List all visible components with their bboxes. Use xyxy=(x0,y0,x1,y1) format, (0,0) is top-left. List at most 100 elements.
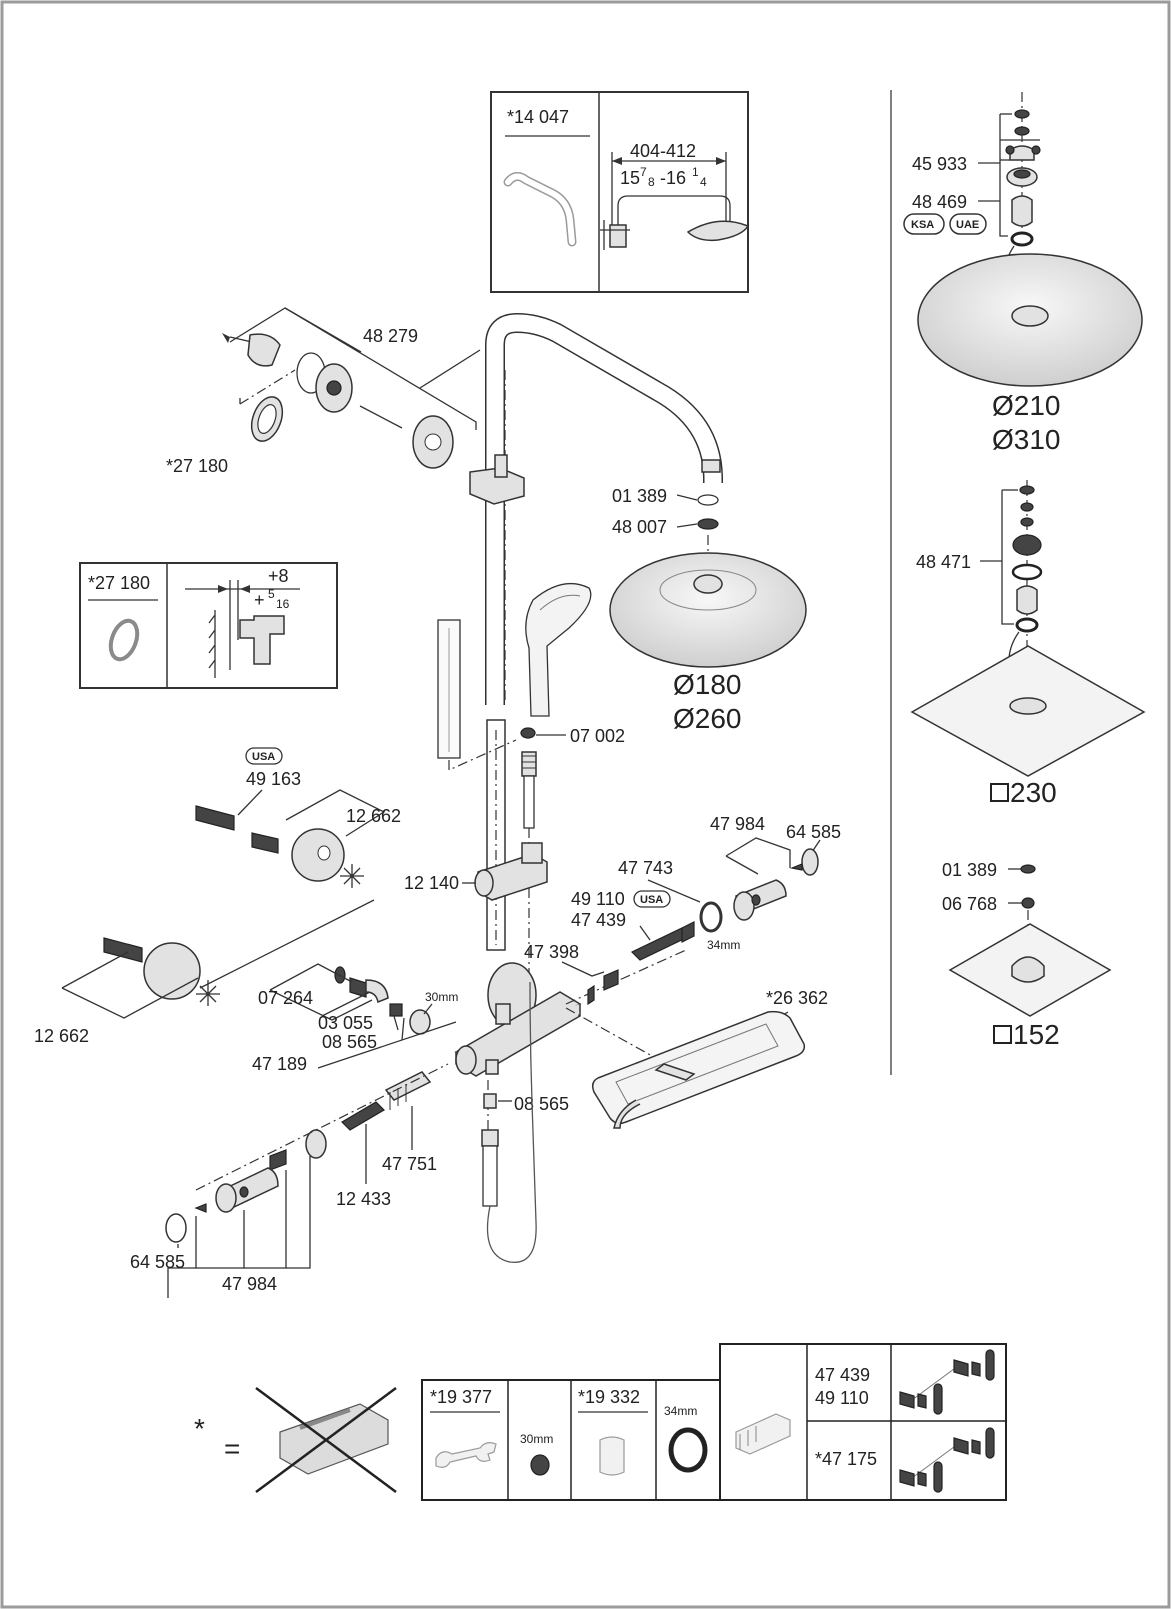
rosette-lower-icon xyxy=(143,942,201,1000)
label-26362: *26 362 xyxy=(766,988,828,1008)
label-d310: Ø310 xyxy=(992,424,1061,455)
svg-text:8: 8 xyxy=(648,175,655,189)
label-sq230: 230 xyxy=(1010,777,1057,808)
label-d260: Ø260 xyxy=(673,703,742,734)
label-47984b: 47 984 xyxy=(222,1274,277,1294)
angle-piece-icon xyxy=(365,979,389,1004)
label-03055: 03 055 xyxy=(318,1013,373,1033)
left-supply-lower: 12 662 xyxy=(34,937,220,1046)
hose-lower-icon xyxy=(482,1145,498,1207)
slider-12140: 12 140 xyxy=(404,842,548,901)
grease-tube-icon xyxy=(599,1436,625,1476)
label-48469: 48 469 xyxy=(912,192,967,212)
label-27180: *27 180 xyxy=(166,456,228,476)
label-47439: 47 439 xyxy=(571,910,626,930)
legend-table: *19 377 30mm *19 332 34mm 47 439 49 110 … xyxy=(421,1343,1007,1501)
label-sq152: 152 xyxy=(1013,1019,1060,1050)
label-48279: 48 279 xyxy=(363,326,418,346)
label-404-412: 404-412 xyxy=(630,141,696,161)
check-valve-icon xyxy=(341,1101,385,1131)
svg-text:7: 7 xyxy=(640,165,647,179)
eccentric-connector-lower-icon xyxy=(103,937,143,963)
right-head-210: 45 933 48 469 KSA UAE Ø210 Ø310 xyxy=(903,92,1143,455)
label-d180: Ø180 xyxy=(673,669,742,700)
ksa-badge xyxy=(903,213,945,235)
label-01389: 01 389 xyxy=(612,486,667,506)
nipple-47398-icon xyxy=(603,969,619,991)
adapter-ring-icon xyxy=(305,1129,327,1159)
label-07002: 07 002 xyxy=(570,726,625,746)
label-01389b: 01 389 xyxy=(942,860,997,880)
svg-text:UAE: UAE xyxy=(956,219,979,231)
label-34mm-a: 34mm xyxy=(707,938,740,952)
shelf-26362: *26 362 xyxy=(591,988,828,1129)
legend-equals: = xyxy=(224,1433,240,1464)
ball-joint-230-icon xyxy=(1012,534,1042,556)
label-48007: 48 007 xyxy=(612,517,667,537)
label-47984a: 47 984 xyxy=(710,814,765,834)
label-d210: Ø210 xyxy=(992,390,1061,421)
legend-30mm: 30mm xyxy=(520,1432,553,1446)
label-47743: 47 743 xyxy=(618,858,673,878)
thermostat-body xyxy=(454,949,687,1130)
label-12433: 12 433 xyxy=(336,1189,391,1209)
legend-not-included: * = xyxy=(194,1386,397,1494)
handshower-icon xyxy=(525,582,592,717)
ring-tool-icon xyxy=(668,1427,708,1473)
nut-30mm-icon xyxy=(409,1009,431,1035)
svg-text:5: 5 xyxy=(268,587,275,601)
label-30mm-a: 30mm xyxy=(425,990,458,1004)
filter-b-icon xyxy=(933,1461,943,1493)
label-14047: *14 047 xyxy=(507,107,569,127)
arm-outline-icon xyxy=(617,195,731,236)
bottom-hose: 08 565 xyxy=(481,981,569,1263)
label-49110: 49 110 xyxy=(571,889,625,909)
svg-text:USA: USA xyxy=(252,751,275,763)
label-07264: 07 264 xyxy=(258,988,313,1008)
usa-badge-1 xyxy=(245,747,283,765)
left-valve-group: 30mm 07 264 03 055 08 565 47 189 xyxy=(252,963,458,1074)
cartridge-icon xyxy=(735,1413,791,1455)
bracket-icon xyxy=(609,224,627,248)
extension-ring-small-icon xyxy=(108,618,140,662)
label-64585a: 64 585 xyxy=(786,822,841,842)
square-symbol-230 xyxy=(990,783,1009,802)
label-49163: 49 163 xyxy=(246,769,301,789)
label-45933: 45 933 xyxy=(912,154,967,174)
legend-47439: 47 439 xyxy=(815,1365,870,1385)
wall-bracket-assembly: 48 279 *27 180 xyxy=(166,307,481,476)
left-supply-upper: USA 49 163 12 662 xyxy=(195,747,401,989)
label-08565a: 08 565 xyxy=(322,1032,377,1052)
square-symbol-152 xyxy=(993,1025,1012,1044)
right-head-152: 01 389 06 768 152 xyxy=(942,860,1112,1050)
label-48471: 48 471 xyxy=(916,552,971,572)
backplate-icon xyxy=(247,333,281,367)
legend-19377: *19 377 xyxy=(430,1387,492,1407)
inset-shower-arm: *14 047 404-412 15 7 8 -16 1 4 xyxy=(490,91,750,293)
cap-left-icon xyxy=(165,1213,187,1243)
ring-34mm-icon xyxy=(699,901,723,933)
check-valve-a-icon xyxy=(899,1391,927,1409)
bottom-handle-group: 47 751 12 433 64 585 47 984 xyxy=(130,1063,449,1298)
wall-connection-icon xyxy=(239,615,285,665)
eccentric-connector-icon xyxy=(195,805,235,831)
filter-a-icon xyxy=(933,1383,943,1415)
wrench-icon xyxy=(435,1442,497,1468)
check-valve-b-icon xyxy=(899,1469,927,1487)
label-64585b: 64 585 xyxy=(130,1252,185,1272)
label-inch-15: 15 xyxy=(620,168,640,188)
legend-47175: *47 175 xyxy=(815,1449,877,1469)
shelf-tray-icon xyxy=(591,1010,806,1125)
legend-49110: 49 110 xyxy=(815,1388,869,1408)
label-47189: 47 189 xyxy=(252,1054,307,1074)
hose-segment-icon xyxy=(523,775,535,829)
hand-showers: 07 002 xyxy=(437,582,625,1000)
svg-text:-16: -16 xyxy=(660,168,686,188)
nut-icon xyxy=(530,1454,550,1476)
label-47398: 47 398 xyxy=(524,942,579,962)
svg-text:1: 1 xyxy=(692,165,699,179)
inset-extension: *27 180 +8 + 5 16 xyxy=(79,562,338,689)
